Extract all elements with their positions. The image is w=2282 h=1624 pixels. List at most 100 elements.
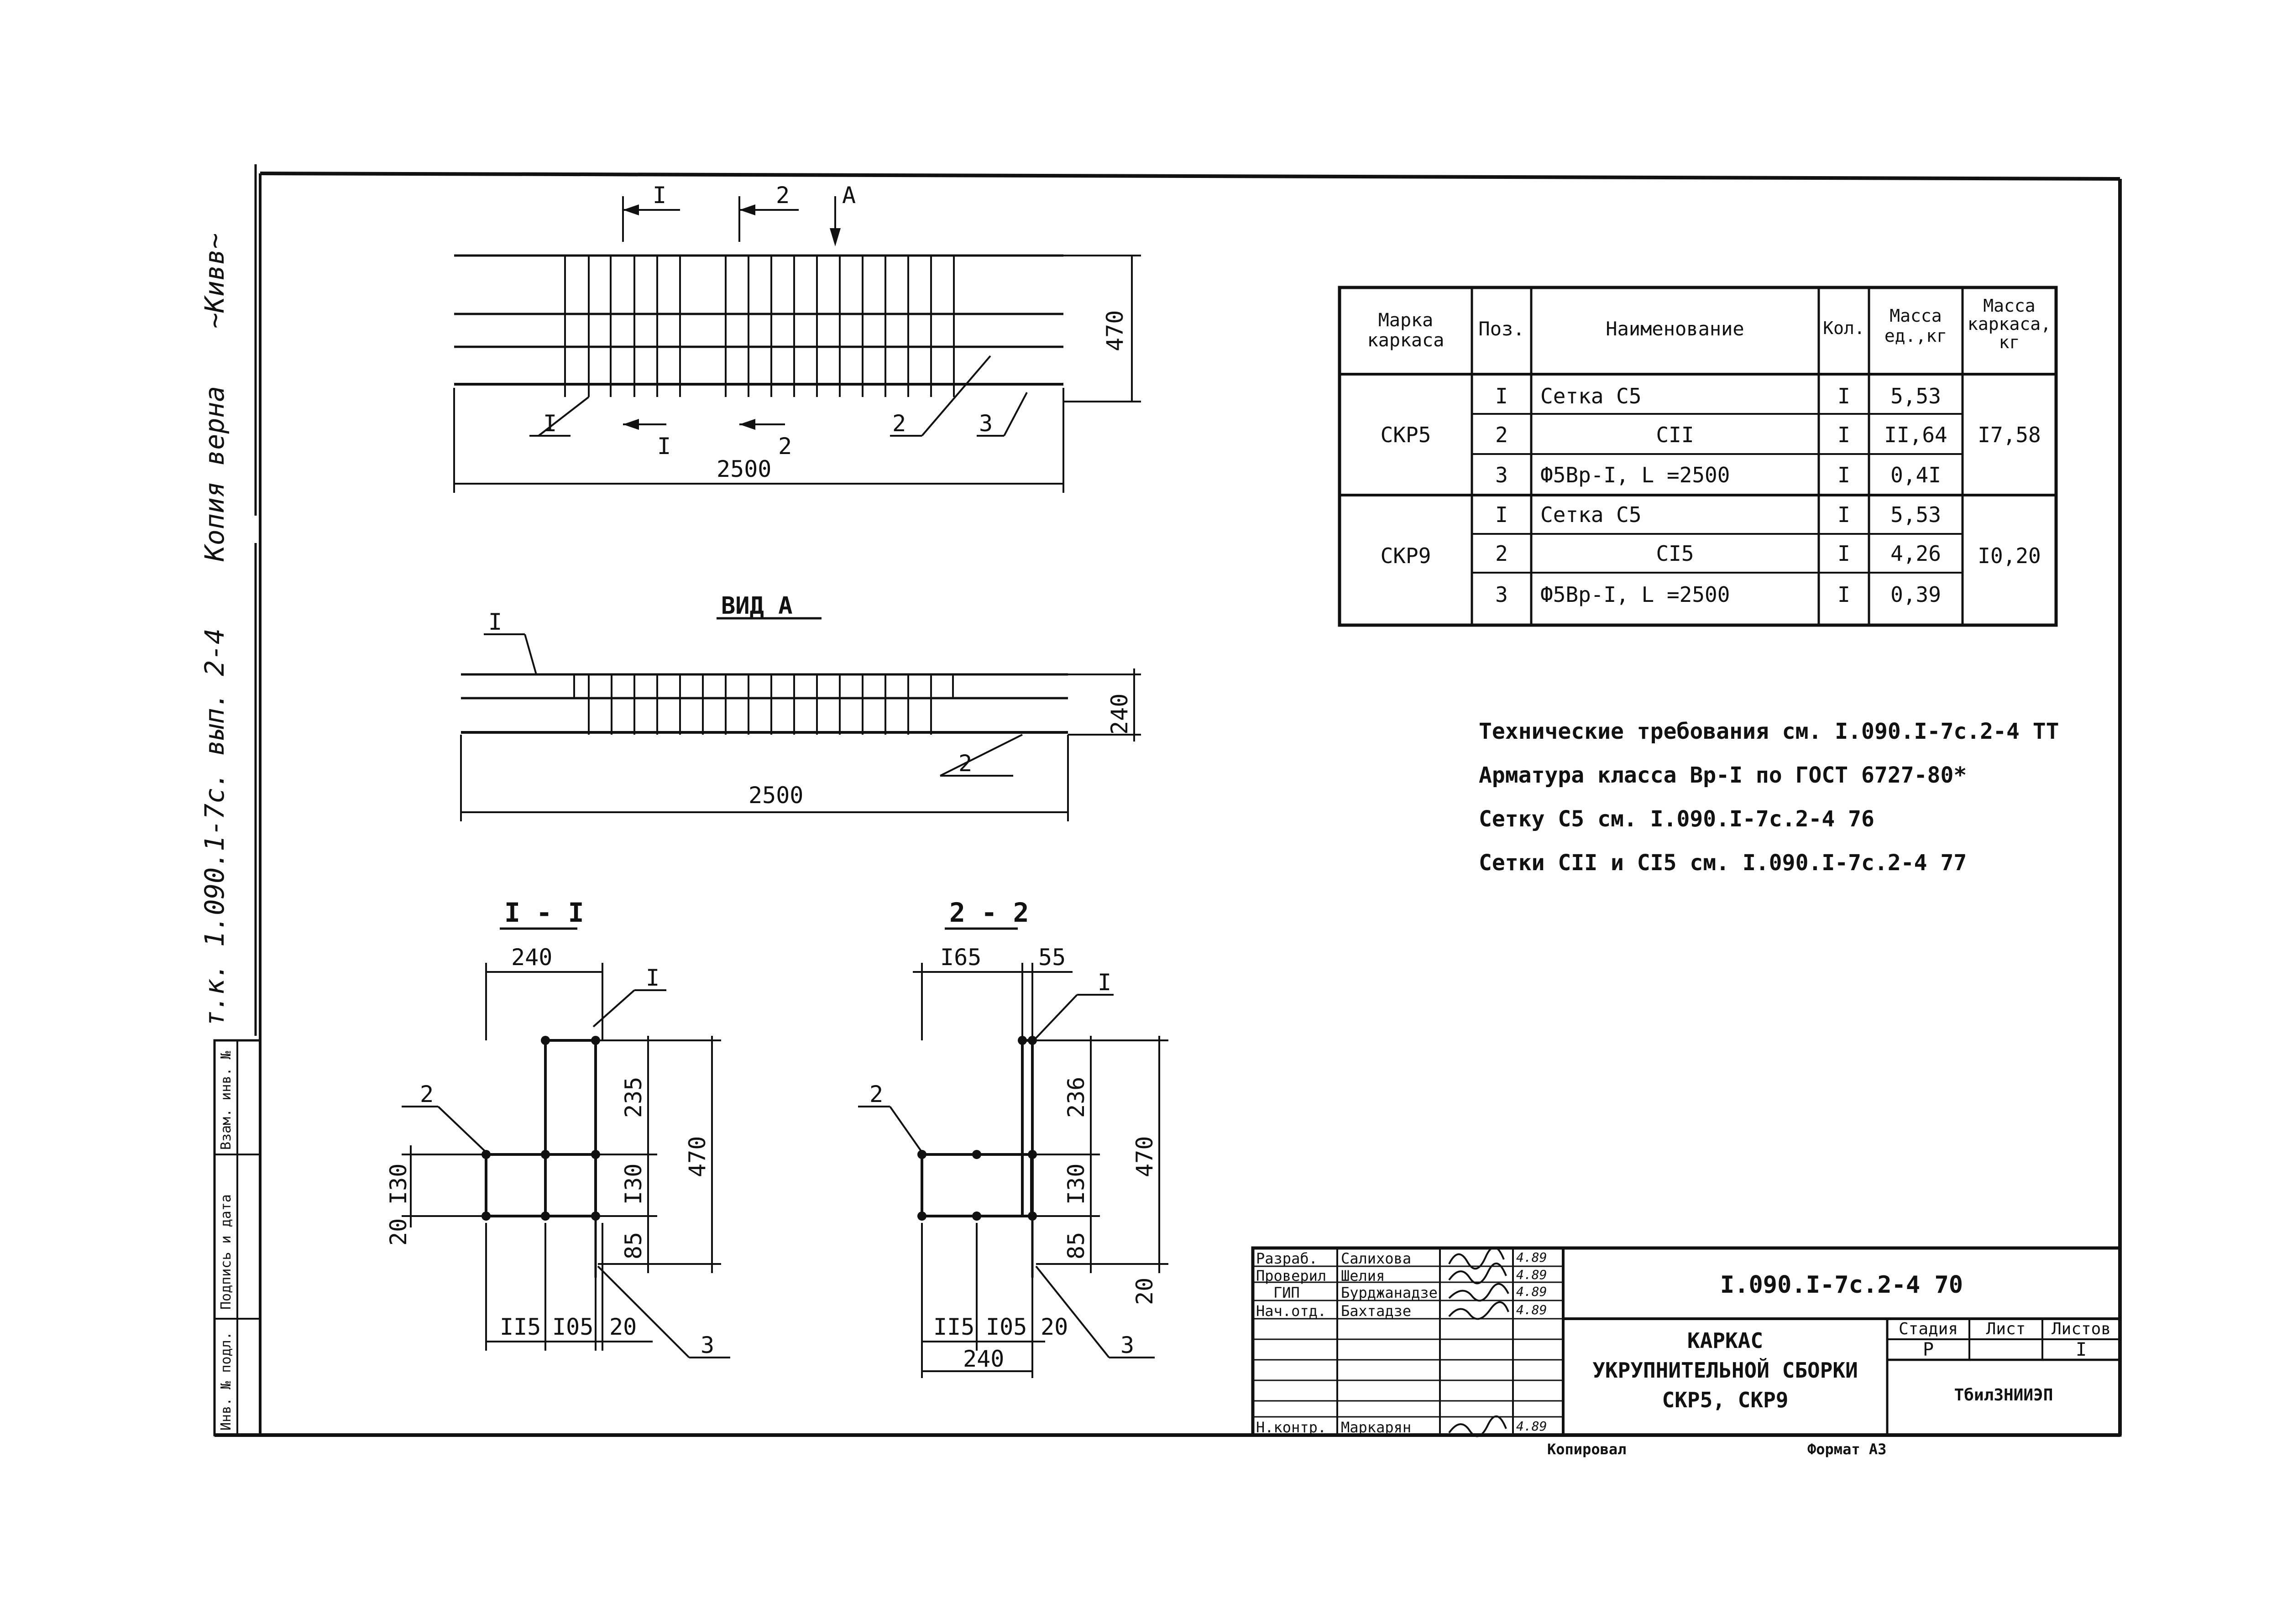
copy-verified-note: Копия верна xyxy=(199,386,230,562)
sec2-dim-115: II5 xyxy=(933,1314,974,1340)
sec1-callout-1: I xyxy=(646,965,659,991)
row-name: Ф5Вр-I, L =2500 xyxy=(1540,463,1730,487)
sec1-dim-470: 470 xyxy=(684,1136,711,1177)
row-pos: I xyxy=(1495,502,1508,527)
sec1-dim-235: 235 xyxy=(620,1077,647,1118)
sec2-dim-236: 236 xyxy=(1063,1077,1089,1118)
footer-format: Формат А3 xyxy=(1807,1441,1887,1458)
row-qty: I xyxy=(1837,423,1850,447)
section-2-2: 2 - 2 I65 55 236 I30 470 85 20 xyxy=(858,897,1168,1378)
drawing-title-line-3: СКР5, СКР9 xyxy=(1662,1388,1789,1412)
drawing-frame xyxy=(215,164,2122,1437)
sec1-callout-2: 2 xyxy=(420,1081,434,1107)
row-name: СI5 xyxy=(1656,541,1694,566)
side-notes: Копия верна ~Кивв~ т.к. 1.090.1-7с. вып.… xyxy=(199,233,230,1027)
group-skr5-mark: СКР5 xyxy=(1380,423,1431,447)
sec2-callout-2: 2 xyxy=(869,1081,883,1107)
stage-header: Стадия xyxy=(1898,1320,1958,1338)
plan-section-mark-2-low: 2 xyxy=(778,433,792,460)
tb-role: ГИП xyxy=(1273,1284,1300,1301)
tb-date: 4.89 xyxy=(1516,1284,1547,1299)
section-1-1: I - I 240 235 I30 470 I30 85 20 xyxy=(385,897,730,1358)
header-qty: Кол. xyxy=(1823,318,1865,338)
row-pos: 2 xyxy=(1495,541,1508,566)
plan-callout-2: 2 xyxy=(892,410,906,437)
tb-role: Н.контр. xyxy=(1256,1419,1327,1436)
group-skr5-total: I7,58 xyxy=(1978,423,2041,447)
note-mesh-c11-c15: Сетки СII и СI5 см. I.090.I-7с.2-4 77 xyxy=(1479,850,1967,876)
footer-copied: Копировал xyxy=(1547,1441,1627,1458)
note-technical-requirements: Технические требования см. I.090.I-7с.2-… xyxy=(1479,719,2059,744)
plan-view-a-mark: А xyxy=(842,182,856,209)
sec2-dim-85: 85 xyxy=(1063,1232,1089,1259)
sec2-dim-165: I65 xyxy=(940,944,981,971)
row-qty: I xyxy=(1837,384,1850,408)
spec-table-grid xyxy=(1338,286,2058,627)
drawing-title-line-1: КАРКАС xyxy=(1687,1328,1764,1353)
row-qty: I xyxy=(1837,541,1850,566)
tb-role: Проверил xyxy=(1256,1267,1327,1285)
tb-name: Бахтадзе xyxy=(1341,1302,1412,1320)
sheet-header: Лист xyxy=(1986,1320,2026,1338)
header-name: Наименование xyxy=(1606,318,1744,340)
row-name: СII xyxy=(1656,423,1694,447)
handwritten-signatures xyxy=(1448,1246,1509,1437)
row-mass: 0,4I xyxy=(1890,463,1941,487)
row-qty: I xyxy=(1837,463,1850,487)
sec1-dim-105: I05 xyxy=(552,1314,593,1340)
plan-section-mark-1: I xyxy=(653,182,666,209)
sec2-callout-3: 3 xyxy=(1120,1332,1134,1358)
row-mass: II,64 xyxy=(1884,423,1947,447)
sec2-dim-470: 470 xyxy=(1131,1136,1158,1177)
row-qty: I xyxy=(1837,502,1850,527)
tb-date: 4.89 xyxy=(1516,1419,1547,1434)
sec2-dim-130: I30 xyxy=(1063,1164,1089,1205)
row-name: Сетка С5 xyxy=(1540,384,1642,408)
plan-dim-height: 470 xyxy=(1102,310,1128,351)
sec2-callout-1: I xyxy=(1098,969,1111,996)
stamp-label-signature: Подпись и дата xyxy=(218,1194,234,1310)
group-skr9-mark: СКР9 xyxy=(1380,543,1431,568)
sec2-dim-20: 20 xyxy=(1041,1314,1068,1340)
stamp-label-inv: Инв. № подл. xyxy=(218,1332,234,1431)
plan-view: I 2 А I 2 I 2 3 2500 470 xyxy=(453,182,1141,493)
note-reinforcement-class: Арматура класса Вр-I по ГОСТ 6727-80* xyxy=(1479,762,1967,788)
sec1-dim-130-left: I30 xyxy=(385,1164,412,1205)
drawing-title-line-2: УКРУПНИТЕЛЬНОЙ СБОРКИ xyxy=(1592,1358,1858,1383)
series-ref-note: т.к. 1.090.1-7с. вып. 2-4 xyxy=(199,628,230,1027)
header-mark: Марка каркаса xyxy=(1367,310,1445,351)
header-pos: Поз. xyxy=(1478,318,1525,340)
view-a-title: ВИД А xyxy=(721,592,793,620)
row-pos: 2 xyxy=(1495,423,1508,447)
sec1-callout-3: 3 xyxy=(701,1332,714,1358)
sec1-dim-85: 85 xyxy=(620,1232,647,1259)
left-stamp: Инв. № подл. Подпись и дата Взам. инв. № xyxy=(213,1039,262,1436)
view-a: ВИД А I 2 xyxy=(460,592,1141,821)
plan-bars xyxy=(564,256,955,397)
notes-block: Технические требования см. I.090.I-7с.2-… xyxy=(1479,710,2059,885)
view-a-bars xyxy=(588,674,932,735)
sec2-dim-20-right: 20 xyxy=(1131,1278,1158,1305)
tb-name: Салихова xyxy=(1341,1250,1412,1267)
organization: ТбилЗНИИЭП xyxy=(1954,1386,2053,1405)
sec1-dim-130: I30 xyxy=(620,1164,647,1205)
plan-dim-length: 2500 xyxy=(717,456,771,482)
signature-handwritten: ~Кивв~ xyxy=(199,233,230,329)
row-pos: 3 xyxy=(1495,463,1508,487)
row-mass: 4,26 xyxy=(1890,541,1941,566)
tb-role: Нач.отд. xyxy=(1256,1302,1327,1320)
view-a-callout-1: I xyxy=(488,609,502,635)
tb-date: 4.89 xyxy=(1516,1250,1547,1265)
view-a-callout-2: 2 xyxy=(958,750,972,777)
row-name: Сетка С5 xyxy=(1540,502,1642,527)
sec2-dim-55: 55 xyxy=(1038,944,1066,971)
row-mass: 0,39 xyxy=(1890,582,1941,607)
tb-name: Бурджанадзе xyxy=(1341,1284,1438,1301)
stage-value: Р xyxy=(1922,1339,1934,1360)
header-total-mass: Масса каркаса, кг xyxy=(1967,296,2052,352)
sheets-value: I xyxy=(2075,1339,2087,1360)
tb-role: Разраб. xyxy=(1256,1250,1318,1267)
section-1-title: I - I xyxy=(504,897,584,928)
sec2-dim-240: 240 xyxy=(963,1346,1004,1372)
